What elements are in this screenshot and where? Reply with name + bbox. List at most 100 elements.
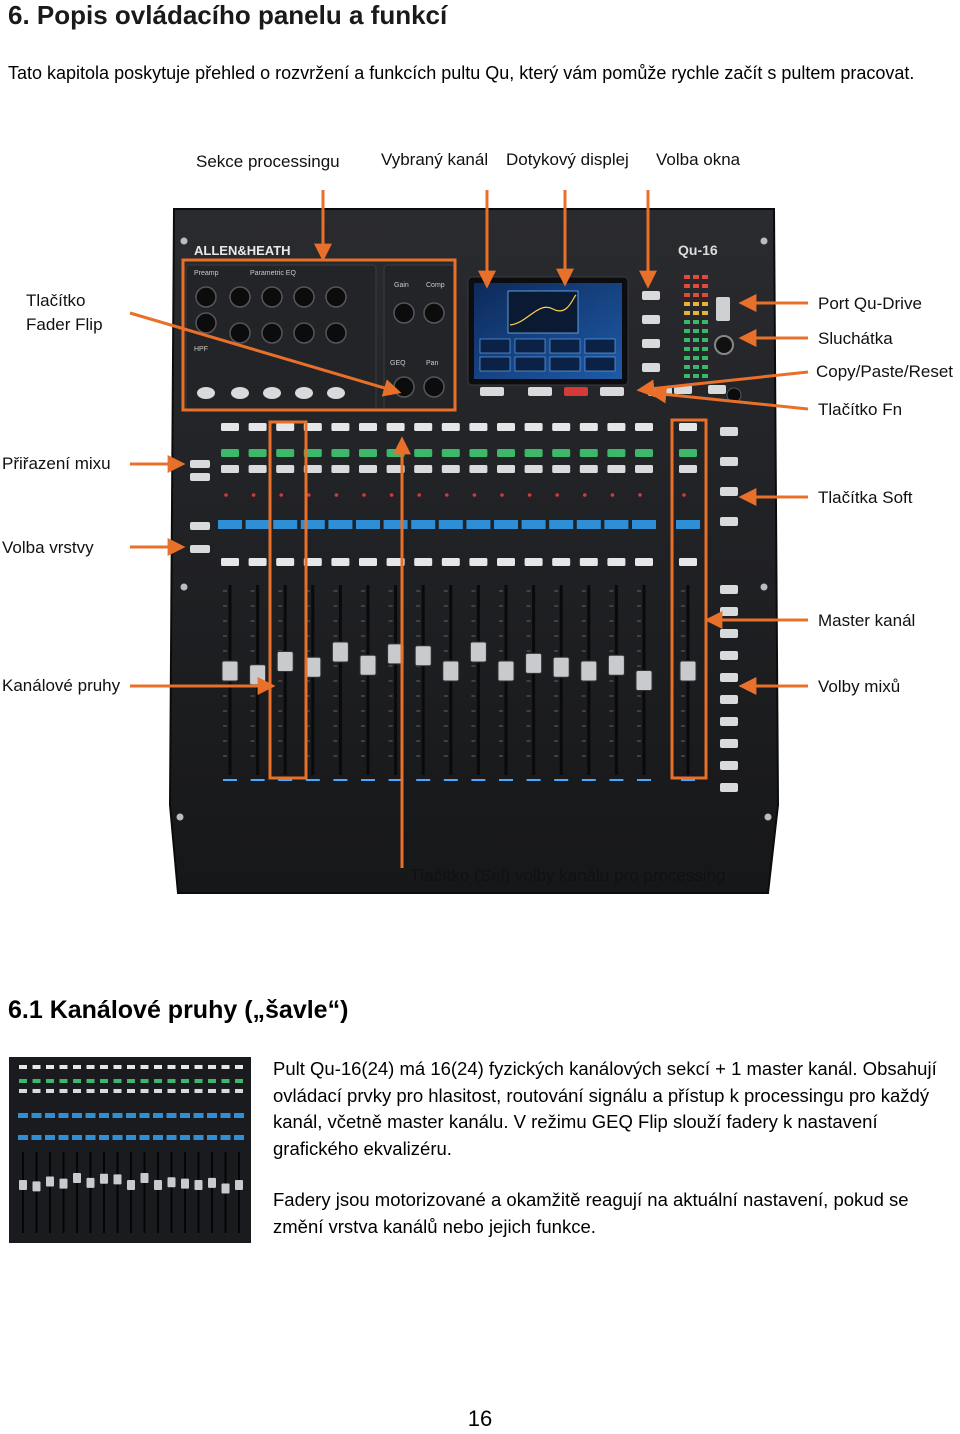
peak-led <box>362 493 366 497</box>
thumb-sel <box>32 1079 41 1083</box>
screw <box>764 813 772 821</box>
thumb-name <box>166 1113 177 1118</box>
knob <box>261 322 283 344</box>
thumb-pafl <box>221 1089 230 1093</box>
label-layer-select: Volba vrstvy <box>2 538 94 557</box>
thumb-name <box>126 1113 136 1118</box>
mute-button <box>441 423 460 431</box>
meter-led <box>702 311 708 315</box>
name-display <box>466 520 491 529</box>
pafl-button <box>552 465 571 473</box>
name-display <box>549 520 574 529</box>
pafl-button <box>276 465 295 473</box>
thumb-name <box>180 1113 190 1118</box>
sel-button <box>386 449 405 457</box>
thumb-sel <box>208 1079 216 1083</box>
thumb-sel <box>140 1079 149 1083</box>
thumb-name <box>85 1135 96 1140</box>
layer-button <box>579 558 598 566</box>
sel-button <box>359 449 377 457</box>
thumb-name <box>126 1135 136 1140</box>
knob <box>325 322 347 344</box>
knob <box>261 286 283 308</box>
screw <box>180 583 188 591</box>
thumb-fader-cap <box>140 1173 149 1183</box>
thumb-name <box>220 1135 231 1140</box>
sel-button <box>679 449 697 457</box>
button <box>263 387 281 399</box>
thumb-pafl <box>32 1089 41 1093</box>
thumb-name <box>31 1113 42 1118</box>
thumb-sel <box>46 1079 54 1083</box>
thumb-name <box>85 1113 96 1118</box>
thumb-fader-cap <box>46 1176 54 1187</box>
sel-button <box>607 449 626 457</box>
function-button <box>600 387 624 396</box>
meter-led <box>702 374 708 378</box>
sel-button <box>552 449 571 457</box>
soft-key <box>720 487 738 496</box>
meter-led <box>684 356 690 360</box>
name-display <box>383 520 408 529</box>
mix-select-button <box>720 607 738 616</box>
meter-led <box>693 275 699 279</box>
layer-button <box>276 558 295 566</box>
mixer-console-image: ALLEN&HEATH Qu-16 Preamp Parametric EQ G… <box>168 208 780 894</box>
meter-led <box>684 365 690 369</box>
thumb-fader-cap <box>194 1180 203 1190</box>
mix-select-button <box>720 585 738 594</box>
thumb-name <box>139 1113 150 1118</box>
soft-key <box>720 517 738 526</box>
panel-screws <box>176 237 772 821</box>
layer-button <box>497 558 515 566</box>
mute-button <box>248 423 267 431</box>
sel-button <box>469 449 488 457</box>
name-display <box>245 520 270 529</box>
mix-assign-button <box>190 473 210 481</box>
peak-led <box>638 493 642 497</box>
soft-key <box>720 427 738 436</box>
screen-field <box>514 338 546 354</box>
sel-button <box>303 449 322 457</box>
page-number: 16 <box>467 1406 493 1431</box>
meter-led <box>684 275 690 279</box>
eq-graph <box>507 290 579 334</box>
strip-underline <box>361 779 375 781</box>
strip-underline <box>637 779 651 781</box>
meter-led <box>693 293 699 297</box>
meter-led <box>702 356 708 360</box>
pafl-button <box>635 465 653 473</box>
meter-led <box>702 284 708 288</box>
thumb-fader-cap <box>221 1183 230 1194</box>
name-display <box>604 520 629 529</box>
channel-strips[interactable] <box>190 423 700 781</box>
fader-cap <box>679 660 697 682</box>
thumb-name <box>18 1135 28 1140</box>
button <box>197 387 215 399</box>
strip-underline <box>305 779 320 781</box>
mute-button <box>635 423 653 431</box>
strip-underline <box>333 779 348 781</box>
channel-strips-thumbnail <box>9 1057 251 1243</box>
peak-led <box>682 493 686 497</box>
label-soft-keys: Tlačítka Soft <box>818 488 913 507</box>
thumb-pafl <box>46 1089 54 1093</box>
peak-led <box>500 493 504 497</box>
function-button <box>480 387 504 396</box>
meter-led <box>693 347 699 351</box>
thumb-mute <box>86 1065 95 1069</box>
layer-button <box>524 558 543 566</box>
meter-led <box>702 302 708 306</box>
layer-button <box>441 558 460 566</box>
thumb-pafl <box>208 1089 216 1093</box>
pafl-button <box>303 465 322 473</box>
thumb-pafl <box>127 1089 135 1093</box>
layer-button <box>679 558 697 566</box>
section-label-comp: Comp <box>426 282 445 289</box>
peak-led <box>251 493 256 497</box>
thumb-name <box>207 1113 217 1118</box>
button <box>327 387 345 399</box>
mute-button <box>276 423 295 431</box>
strip-underline <box>471 779 486 781</box>
thumb-name <box>112 1135 123 1140</box>
